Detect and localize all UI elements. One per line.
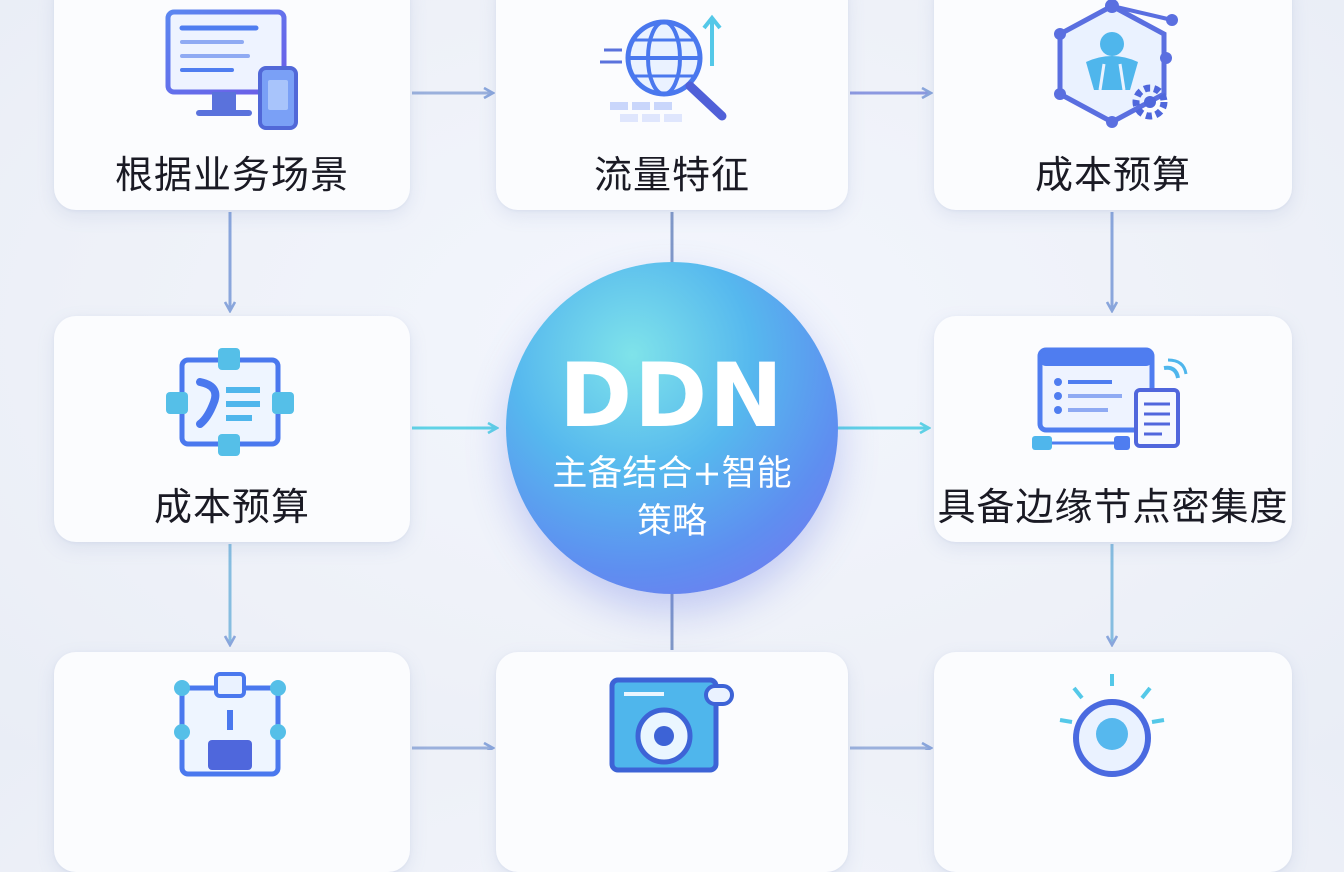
hub-title: DDN <box>559 344 785 447</box>
node-bottom-right <box>934 652 1292 872</box>
node-top-center: 流量特征 <box>496 0 848 210</box>
camera-panel-icon <box>609 677 734 773</box>
dashboard-document-icon <box>1032 347 1188 450</box>
node-label: 流量特征 <box>593 153 750 197</box>
network-gear-icon <box>1054 0 1178 128</box>
node-bottom-center <box>496 652 848 872</box>
routing-icon <box>166 348 294 456</box>
lightbulb-icon <box>1059 674 1165 777</box>
node-top-left: 根据业务场景 <box>54 0 410 210</box>
hub-subtitle-line1: 主备结合+智能 <box>552 454 792 494</box>
node-mid-right: 具备边缘节点密集度 <box>934 316 1292 542</box>
node-bottom-left <box>54 652 410 872</box>
node-mid-left: 成本预算 <box>54 316 410 542</box>
circuit-icon <box>174 672 286 777</box>
globe-search-icon <box>600 14 727 122</box>
monitor-icon <box>165 9 298 130</box>
node-top-right: 成本预算 <box>934 0 1292 210</box>
connectors <box>0 0 1344 750</box>
hub-subtitle-line2: 策略 <box>636 502 707 542</box>
node-label: 具备边缘节点密集度 <box>937 485 1289 529</box>
node-label: 根据业务场景 <box>114 153 349 197</box>
hub-subtitle: 主备结合+智能 策略 <box>526 450 818 546</box>
node-label: 成本预算 <box>1034 153 1191 197</box>
ddn-hub: DDN 主备结合+智能 策略 <box>506 262 838 594</box>
node-label: 成本预算 <box>153 485 310 529</box>
